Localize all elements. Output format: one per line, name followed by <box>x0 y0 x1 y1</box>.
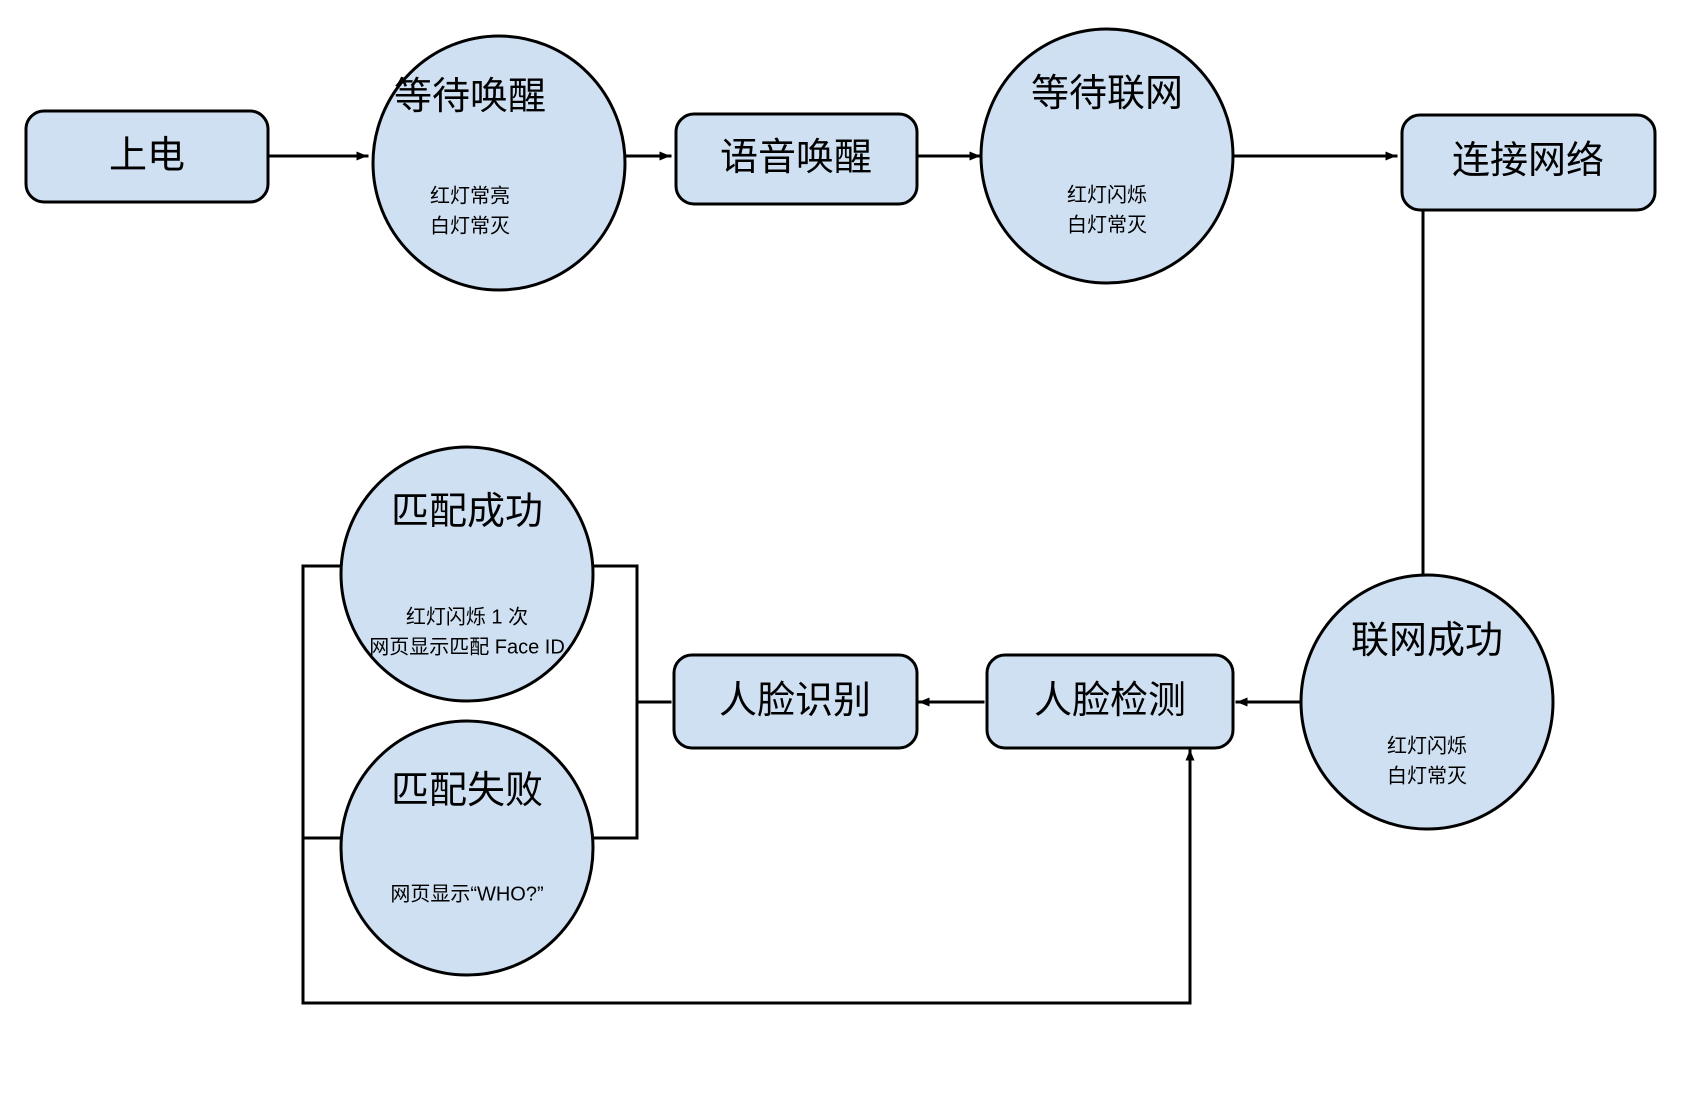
network-success-label: 联网成功 <box>1351 620 1503 662</box>
node-match-fail[interactable]: 匹配失败 网页显示“WHO?” <box>339 719 595 977</box>
wait-wakeup-sub-line-2: 白灯常灭 <box>430 214 510 237</box>
face-recognize-label: 人脸识别 <box>719 680 871 722</box>
network-success-sub-line-2: 白灯常灭 <box>1387 764 1467 787</box>
match-success-label: 匹配成功 <box>391 491 543 533</box>
node-voice-wakeup[interactable]: 语音唤醒 <box>674 112 919 206</box>
power-on-box[interactable] <box>24 109 270 204</box>
wait-network-sub-line-2: 白灯常灭 <box>1067 213 1147 236</box>
edge-match-fail-to-face-detect-loop <box>301 748 1195 1005</box>
connect-network-box[interactable] <box>1400 113 1657 212</box>
connect-network-label: 连接网络 <box>1452 140 1604 182</box>
wait-network-label: 等待联网 <box>1031 73 1183 115</box>
wait-wakeup-label: 等待唤醒 <box>394 76 546 118</box>
node-wait-wakeup[interactable]: 等待唤醒 红灯常亮 白灯常灭 <box>371 34 627 292</box>
voice-wakeup-label: 语音唤醒 <box>720 137 872 179</box>
match-success-sub-line-1: 红灯闪烁 1 次 <box>406 605 528 628</box>
network-success-sub-line-1: 红灯闪烁 <box>1387 734 1467 757</box>
wait-wakeup-sub-line-1: 红灯常亮 <box>430 184 510 207</box>
match-fail-circle[interactable] <box>339 719 595 977</box>
node-face-detect[interactable]: 人脸检测 <box>985 653 1235 750</box>
match-success-sub-line-2: 网页显示匹配 Face ID <box>369 636 565 658</box>
node-connect-network[interactable]: 连接网络 <box>1400 113 1657 212</box>
network-success-circle[interactable] <box>1299 573 1555 831</box>
match-fail-label: 匹配失败 <box>391 770 543 812</box>
power-on-label: 上电 <box>109 135 185 177</box>
face-detect-box[interactable] <box>985 653 1235 750</box>
node-wait-network[interactable]: 等待联网 红灯闪烁 白灯常灭 <box>979 27 1235 285</box>
node-power-on[interactable]: 上电 <box>24 109 270 204</box>
node-network-success[interactable]: 联网成功 红灯闪烁 白灯常灭 <box>1299 573 1555 831</box>
wait-network-circle[interactable] <box>979 27 1235 285</box>
node-face-recognize[interactable]: 人脸识别 <box>672 653 919 750</box>
node-match-success[interactable]: 匹配成功 红灯闪烁 1 次 网页显示匹配 Face ID <box>339 445 595 703</box>
face-recognize-box[interactable] <box>672 653 919 750</box>
face-detect-label: 人脸检测 <box>1034 680 1186 722</box>
match-success-circle[interactable] <box>339 445 595 703</box>
voice-wakeup-box[interactable] <box>674 112 919 206</box>
match-fail-sub-line-1: 网页显示“WHO?” <box>390 883 543 905</box>
wait-wakeup-circle[interactable] <box>371 34 627 292</box>
wait-network-sub-line-1: 红灯闪烁 <box>1067 183 1147 206</box>
